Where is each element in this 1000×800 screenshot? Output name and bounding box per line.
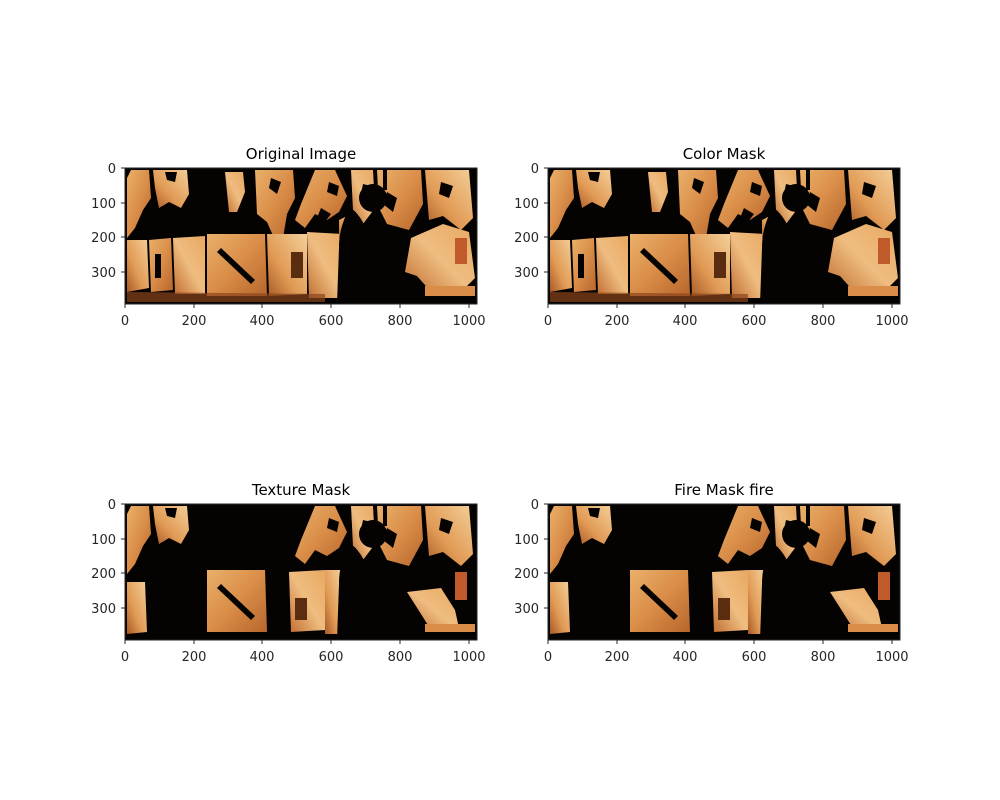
x-tick-label: 600	[742, 650, 767, 665]
x-tick-label: 200	[605, 314, 630, 329]
x-tick-label: 0	[544, 314, 552, 329]
y-tick-label: 100	[91, 533, 116, 548]
x-tick-label: 0	[121, 314, 129, 329]
x-tick-label: 0	[544, 650, 552, 665]
y-tick-label: 0	[531, 162, 539, 177]
x-tick-label: 0	[121, 650, 129, 665]
y-tick-label: 0	[531, 498, 539, 513]
x-tick-label: 800	[811, 314, 836, 329]
y-tick-label: 0	[108, 162, 116, 177]
y-tick-label: 0	[108, 498, 116, 513]
image-original-full	[125, 168, 477, 304]
y-tick-label: 300	[91, 266, 116, 281]
x-tick-label: 600	[742, 314, 767, 329]
x-tick-label: 1000	[875, 650, 908, 665]
x-tick-label: 1000	[875, 314, 908, 329]
panel-title: Color Mask	[683, 145, 766, 163]
axes-frame	[547, 503, 901, 641]
panel-texture-mask	[124, 503, 478, 641]
x-tick-label: 200	[182, 650, 207, 665]
tick-marks	[121, 167, 893, 644]
y-tick-label: 100	[514, 197, 539, 212]
panel-color-mask	[547, 167, 901, 305]
x-tick-label: 1000	[452, 650, 485, 665]
x-tick-label: 400	[250, 314, 275, 329]
x-tick-label: 1000	[452, 314, 485, 329]
y-tick-label: 300	[514, 602, 539, 617]
image-texture-mask	[125, 504, 477, 640]
x-tick-label: 800	[388, 650, 413, 665]
x-tick-label: 400	[673, 650, 698, 665]
panel-fire-mask	[547, 503, 901, 641]
y-tick-label: 200	[514, 231, 539, 246]
axes-frame	[547, 167, 901, 305]
image-fire-mask	[548, 504, 900, 640]
y-tick-label: 100	[514, 533, 539, 548]
panel-title: Original Image	[246, 145, 356, 163]
x-tick-label: 600	[319, 314, 344, 329]
y-tick-label: 300	[514, 266, 539, 281]
y-tick-label: 200	[514, 567, 539, 582]
y-tick-label: 200	[91, 567, 116, 582]
panel-original-image	[124, 167, 478, 305]
x-tick-label: 200	[182, 314, 207, 329]
x-tick-label: 800	[388, 314, 413, 329]
axes-frame	[124, 167, 478, 305]
x-tick-label: 400	[250, 650, 275, 665]
y-tick-label: 200	[91, 231, 116, 246]
x-tick-label: 200	[605, 650, 630, 665]
y-tick-label: 100	[91, 197, 116, 212]
panel-title: Fire Mask fire	[674, 481, 773, 499]
axes-frame	[124, 503, 478, 641]
x-tick-label: 400	[673, 314, 698, 329]
image-color-mask	[548, 168, 900, 304]
x-tick-label: 600	[319, 650, 344, 665]
x-tick-label: 800	[811, 650, 836, 665]
panel-title: Texture Mask	[251, 481, 351, 499]
y-tick-label: 300	[91, 602, 116, 617]
